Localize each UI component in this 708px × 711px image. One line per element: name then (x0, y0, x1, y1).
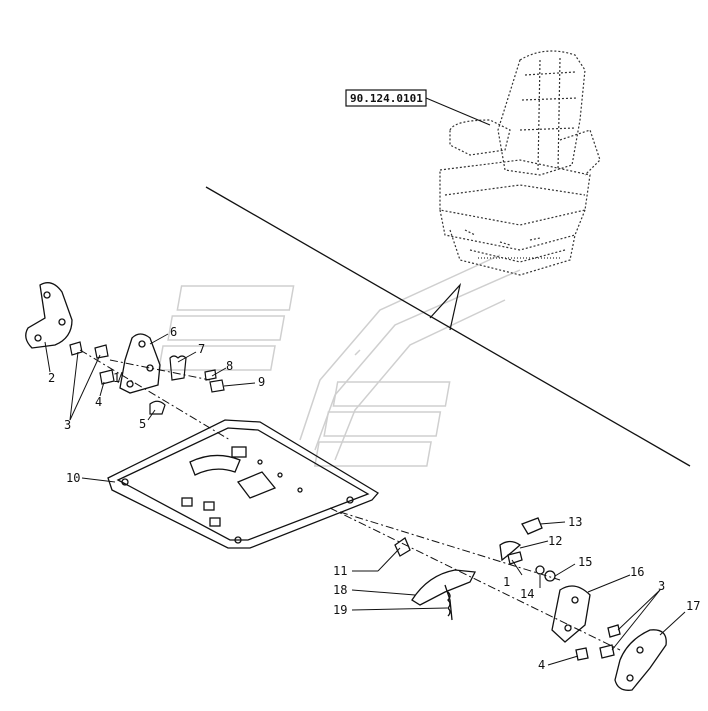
callout-labels: 2 3 4 1 5 6 7 8 9 10 11 12 13 1 14 15 16… (48, 325, 700, 672)
callout-1-left: 1 (113, 371, 120, 385)
callout-16: 16 (630, 565, 644, 579)
callout-14: 14 (520, 587, 534, 601)
callout-6: 6 (170, 325, 177, 339)
callout-3-right: 3 (658, 579, 665, 593)
callout-3-left: 3 (64, 418, 71, 432)
left-bracket-part (25, 282, 73, 349)
callout-13: 13 (568, 515, 582, 529)
watermark-logo (157, 254, 521, 467)
callout-leaders (44, 333, 686, 666)
seat-base-plate (107, 419, 379, 549)
assembly-axis-lines (79, 349, 621, 651)
callout-5: 5 (139, 417, 146, 431)
callout-17: 17 (686, 599, 700, 613)
seat-assembly-ghost (439, 50, 601, 276)
callout-1-right: 1 (503, 575, 510, 589)
pointer-arrow (429, 282, 462, 331)
divider-line (205, 186, 691, 467)
callout-4-left: 4 (95, 395, 102, 409)
callout-12: 12 (548, 534, 562, 548)
reference-box-label: 90.124.0101 (350, 92, 423, 105)
lever-parts-right (394, 517, 667, 691)
callout-7: 7 (198, 342, 205, 356)
callout-10: 10 (66, 471, 80, 485)
callout-11: 11 (333, 564, 347, 578)
callout-4-right: 4 (538, 658, 545, 672)
pivot-bracket-part (119, 333, 161, 394)
callout-2: 2 (48, 371, 55, 385)
callout-19: 19 (333, 603, 347, 617)
callout-8: 8 (226, 359, 233, 373)
callout-18: 18 (333, 583, 347, 597)
fastener-parts-left (69, 341, 225, 415)
callout-9: 9 (258, 375, 265, 389)
callout-15: 15 (578, 555, 592, 569)
reference-box[interactable]: 90.124.0101 (345, 89, 491, 126)
